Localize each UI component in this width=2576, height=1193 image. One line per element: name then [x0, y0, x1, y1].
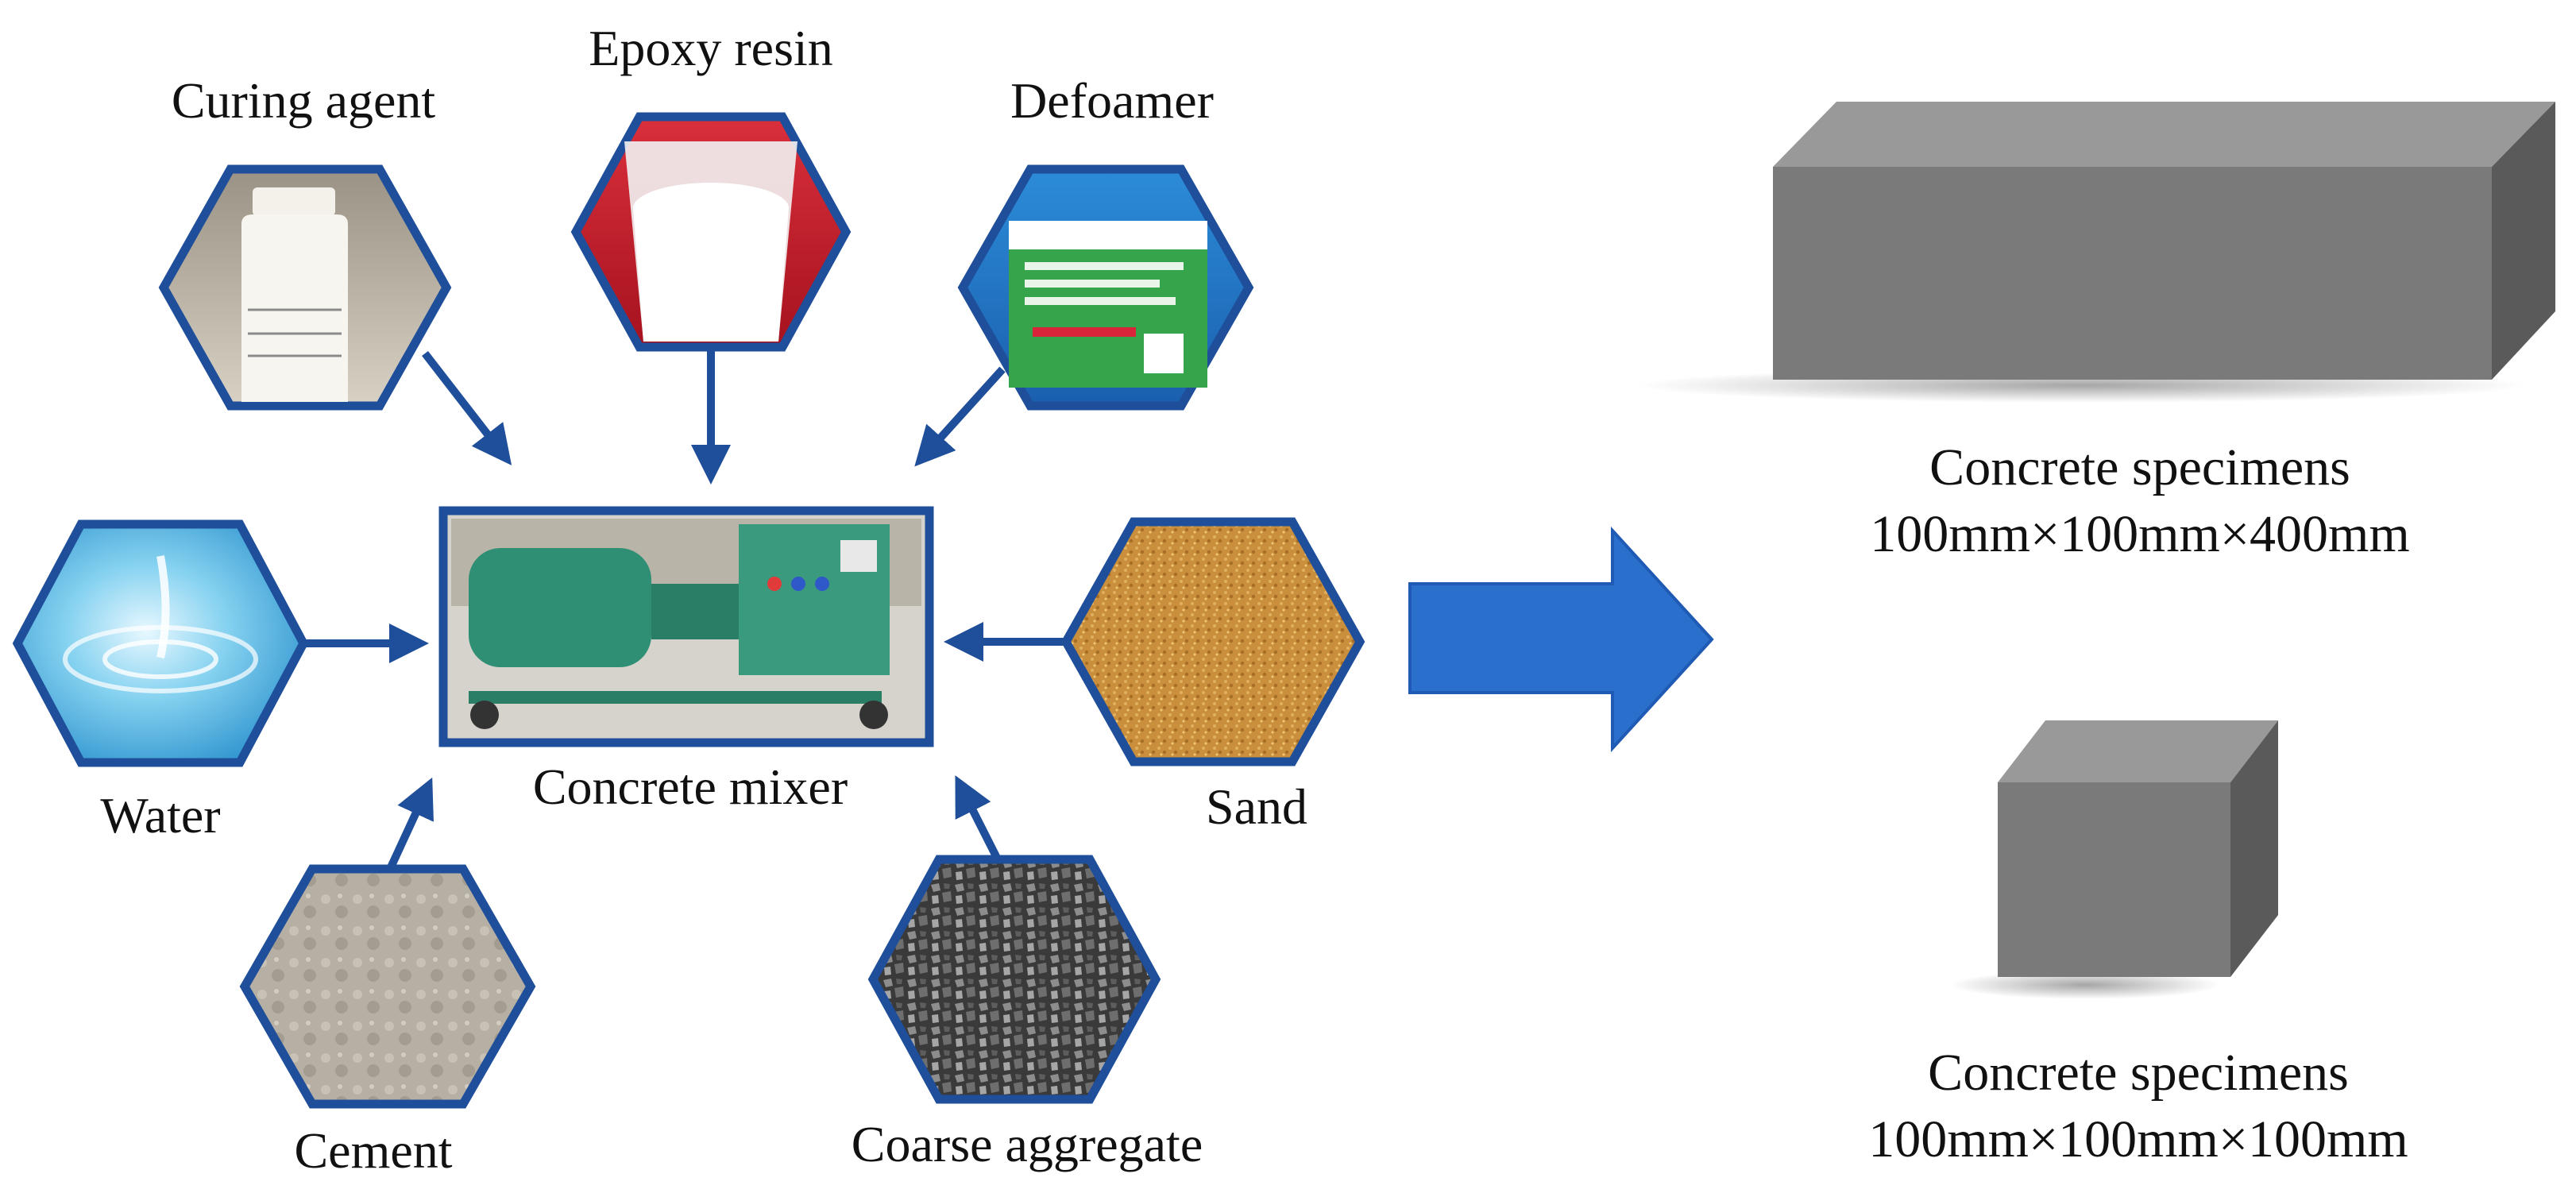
cube-side-face — [2230, 720, 2278, 977]
curing-agent-label: Curing agent — [172, 72, 436, 129]
cement-photo — [239, 864, 536, 1109]
beam-side-face — [2492, 102, 2555, 380]
cube-label-line1: Concrete specimens — [1928, 1044, 2349, 1102]
concrete-mixer-node: Concrete mixer — [438, 506, 934, 815]
beam-front-face — [1773, 167, 2492, 380]
water-label: Water — [100, 787, 220, 844]
coarse-aggregate-photo — [867, 855, 1161, 1104]
arrow-curing-agent — [422, 350, 512, 465]
cement-node: Cement — [239, 864, 536, 1179]
cube-top-face — [1998, 720, 2278, 782]
cube-shadow — [1950, 971, 2220, 999]
input-arrows — [303, 349, 1066, 870]
sand-label: Sand — [1206, 778, 1307, 835]
cube-label-line2: 100mm×100mm×100mm — [1868, 1110, 2408, 1168]
blue-container-icon — [1009, 221, 1207, 388]
mixer-machine-icon — [451, 519, 921, 729]
beaker-icon — [624, 141, 798, 342]
arrow-coarse-aggregate — [955, 775, 1002, 862]
sand-node: Sand — [1060, 517, 1365, 835]
arrow-defoamer — [914, 366, 1006, 467]
beam-top-face — [1773, 102, 2555, 167]
arrow-cement — [387, 777, 434, 870]
defoamer-label: Defoamer — [1010, 72, 1214, 129]
cement-label: Cement — [294, 1122, 452, 1179]
epoxy-resin-label: Epoxy resin — [589, 20, 833, 76]
beam-label-line1: Concrete specimens — [1929, 438, 2350, 496]
epoxy-resin-node: Epoxy resin — [570, 20, 852, 352]
water-node: Water — [12, 519, 309, 844]
coarse-aggregate-node: Coarse aggregate — [852, 855, 1203, 1172]
curing-agent-node: Curing agent — [158, 72, 452, 411]
cube-specimen: Concrete specimens 100mm×100mm×100mm — [1868, 720, 2408, 1168]
coarse-aggregate-label: Coarse aggregate — [852, 1116, 1203, 1172]
beam-specimen: Concrete specimens 100mm×100mm×400mm — [1636, 102, 2555, 563]
process-arrow — [1408, 526, 1714, 753]
concrete-mixer-label: Concrete mixer — [533, 759, 848, 815]
cube-front-face — [1998, 782, 2230, 977]
sand-photo — [1060, 517, 1365, 766]
water-splash-icon — [63, 555, 258, 693]
white-bottle-icon — [241, 187, 348, 402]
defoamer-node: Defoamer — [957, 72, 1254, 411]
beam-label-line2: 100mm×100mm×400mm — [1870, 505, 2409, 563]
